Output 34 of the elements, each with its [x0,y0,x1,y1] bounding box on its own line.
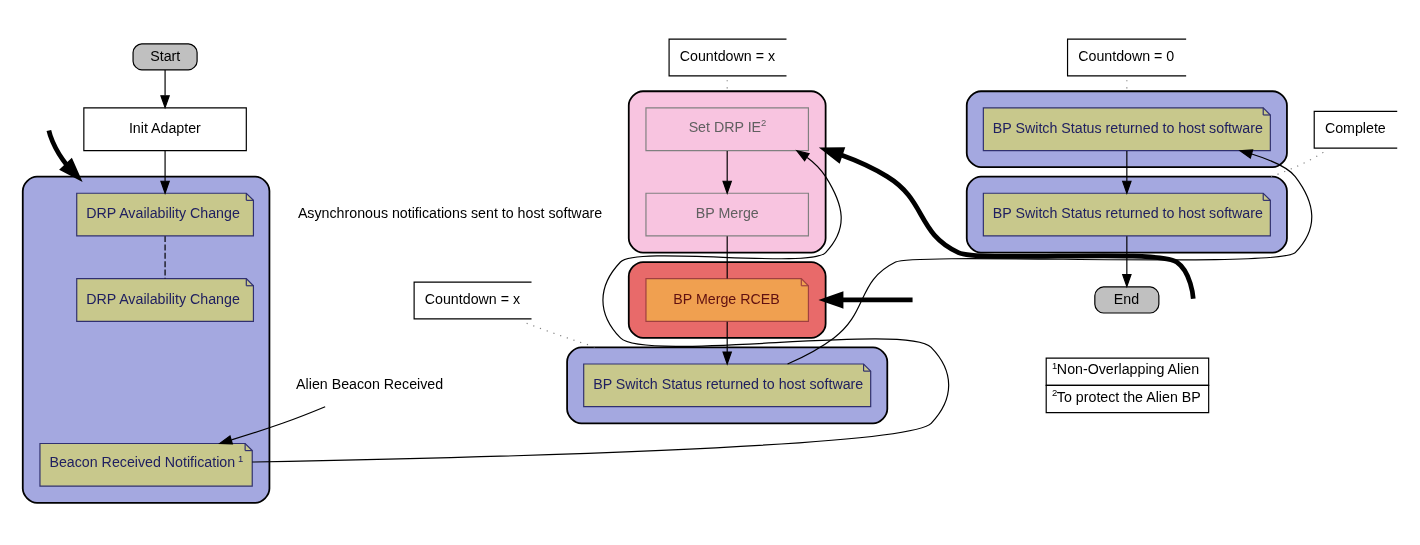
arrow [1121,149,1132,195]
arrow [818,290,913,309]
node-box: BP Merge [645,192,810,237]
arrow [786,148,1313,365]
node-box: Set DRP IE$^{2}$ [645,106,810,151]
node-text: Alien Beacon Received [296,375,444,392]
connector [164,235,166,279]
arrow [160,149,171,195]
arrow [722,149,733,195]
cluster [627,260,827,339]
connector [726,235,728,279]
node-text: Countdown = x [424,290,521,307]
arrow [218,405,326,445]
node-box: Start [132,42,198,70]
node-box: Init Adapter [83,106,247,151]
arrow [46,129,83,182]
node-box: End [1094,285,1160,314]
arrow [251,149,950,463]
cluster [965,175,1288,253]
label: Asynchronous notifications sent to host software [297,204,603,221]
node-text: Countdown = x [679,47,776,64]
node-text: Countdown = 0 [1078,47,1175,64]
arrow [818,146,1196,299]
cluster [566,346,889,424]
cluster [627,89,827,253]
arrow [1121,235,1132,288]
arrow [722,320,733,366]
cluster [965,89,1288,168]
label: $^{2}$To protect the Alien BP [1052,386,1201,404]
label: $^{1}$Non-Overlapping Alien [1052,359,1200,377]
connector [526,322,597,348]
node-text: Complete [1324,119,1386,136]
arrow [160,68,171,109]
cluster [21,175,271,504]
